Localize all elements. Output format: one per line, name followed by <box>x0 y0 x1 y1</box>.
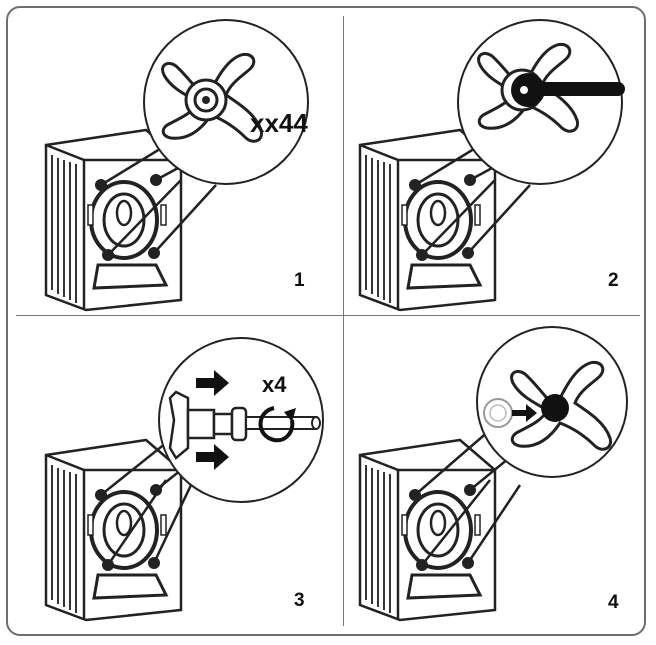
arrow-right-icon <box>196 444 229 470</box>
washing-machine-icon <box>358 438 497 622</box>
arrow-right-icon <box>196 370 229 396</box>
step-1-illustration <box>44 19 309 312</box>
step-4-panel: 4 <box>330 320 650 625</box>
bolt-count-label: xx44 <box>250 108 308 138</box>
step-number: 3 <box>294 590 305 611</box>
bolt-count-label: x4 <box>262 372 287 397</box>
step-number: 4 <box>608 592 619 613</box>
spanner-icon <box>535 82 625 96</box>
step-2-panel: 2 <box>330 10 650 315</box>
arrow-right-icon <box>512 404 537 422</box>
transit-bolt-icon <box>168 390 321 460</box>
step-3-panel: x4 3 <box>16 320 336 625</box>
washing-machine-icon <box>358 128 497 312</box>
washing-machine-icon <box>44 128 183 312</box>
step-3-illustration <box>44 337 324 622</box>
step-number: 1 <box>294 270 305 291</box>
washing-machine-icon <box>44 438 183 622</box>
step-1-panel: xx44 1 <box>16 10 336 315</box>
transit-bolt-icon <box>161 52 264 143</box>
step-number: 2 <box>608 270 619 291</box>
step-2-illustration <box>358 19 625 312</box>
vertical-divider <box>343 16 344 626</box>
step-4-illustration <box>358 326 628 622</box>
rotate-icon <box>258 406 296 443</box>
horizontal-divider <box>16 315 640 316</box>
transit-bolt-icon <box>510 360 613 451</box>
transit-bolt-icon <box>477 42 580 133</box>
